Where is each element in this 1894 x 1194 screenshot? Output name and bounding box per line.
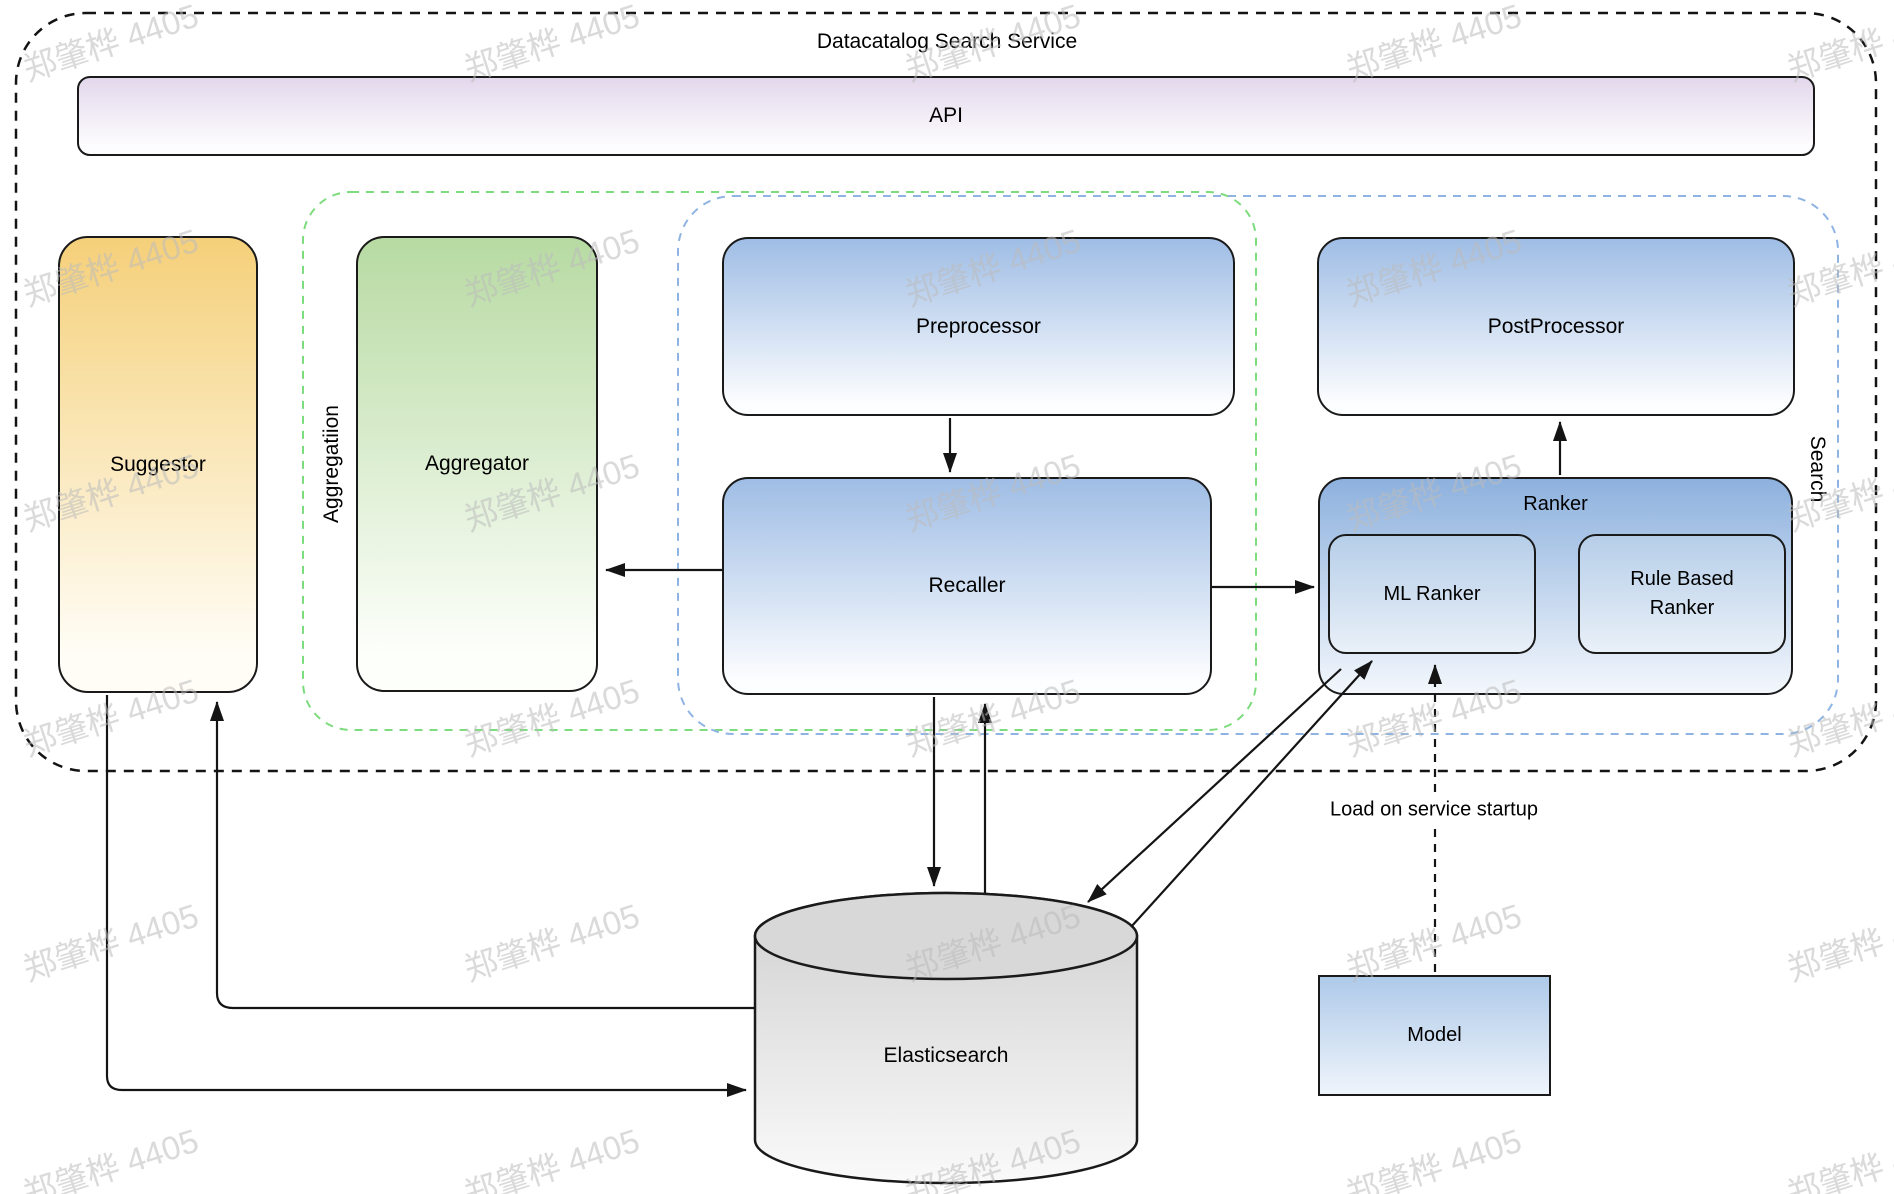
- arrow-elasticsearch-to-ml-ranker: [1130, 660, 1373, 928]
- rule-based-ranker-label: Rule Based Ranker: [1630, 568, 1734, 619]
- aggregation-group-label: Aggregatiion: [320, 405, 343, 523]
- watermark-text: 郑肇桦 4405: [459, 1121, 644, 1194]
- elasticsearch-label: Elasticsearch: [883, 1044, 1009, 1067]
- watermark-text: 郑肇桦 4405: [1782, 221, 1894, 314]
- aggregator-box: Aggregator: [356, 236, 598, 692]
- watermark-text: 郑肇桦 4405: [1782, 446, 1894, 539]
- recaller-box: Recaller: [722, 477, 1212, 695]
- model-box: Model: [1318, 975, 1551, 1096]
- api-box: API: [77, 76, 1815, 156]
- preprocessor-box: Preprocessor: [722, 237, 1235, 416]
- watermark-text: 郑肇桦 4405: [900, 1121, 1085, 1194]
- watermark-text: 郑肇桦 4405: [1782, 1121, 1894, 1194]
- model-label: Model: [1407, 1024, 1462, 1046]
- watermark-text: 郑肇桦 4405: [1341, 1121, 1526, 1194]
- load-on-startup-note: Load on service startup: [1322, 795, 1546, 825]
- elasticsearch-cylinder-body: [753, 891, 1139, 1185]
- watermark-text: 郑肇桦 4405: [459, 896, 644, 989]
- arrow-ml-ranker-to-elasticsearch: [1087, 668, 1342, 903]
- suggestor-label: Suggestor: [110, 452, 206, 476]
- arrow-elasticsearch-to-suggestor: [210, 701, 755, 1010]
- ml-ranker-label: ML Ranker: [1383, 582, 1481, 605]
- recaller-label: Recaller: [928, 574, 1006, 597]
- search-group-label: Search: [1806, 435, 1829, 503]
- diagram-title: Datacatalog Search Service: [816, 30, 1078, 53]
- watermark-text: 郑肇桦 4405: [18, 896, 203, 989]
- suggestor-box: Suggestor: [58, 236, 258, 693]
- elasticsearch-cylinder-top: [753, 891, 1139, 981]
- postprocessor-box: PostProcessor: [1317, 237, 1795, 416]
- watermark-text: 郑肇桦 4405: [1782, 896, 1894, 989]
- arrow-suggestor-to-elasticsearch: [105, 695, 747, 1097]
- ml-ranker-box: ML Ranker: [1328, 534, 1536, 654]
- aggregator-label: Aggregator: [425, 452, 529, 475]
- elasticsearch-cylinder: [753, 891, 1139, 1185]
- watermark-text: 郑肇桦 4405: [900, 896, 1085, 989]
- watermark-text: 郑肇桦 4405: [18, 1121, 203, 1194]
- postprocessor-label: PostProcessor: [1487, 314, 1625, 338]
- rule-based-ranker-box: Rule Based Ranker: [1578, 534, 1786, 654]
- watermark-text: 郑肇桦 4405: [1782, 671, 1894, 764]
- ranker-label: Ranker: [1523, 493, 1588, 515]
- preprocessor-label: Preprocessor: [916, 314, 1041, 338]
- api-label: API: [929, 104, 963, 127]
